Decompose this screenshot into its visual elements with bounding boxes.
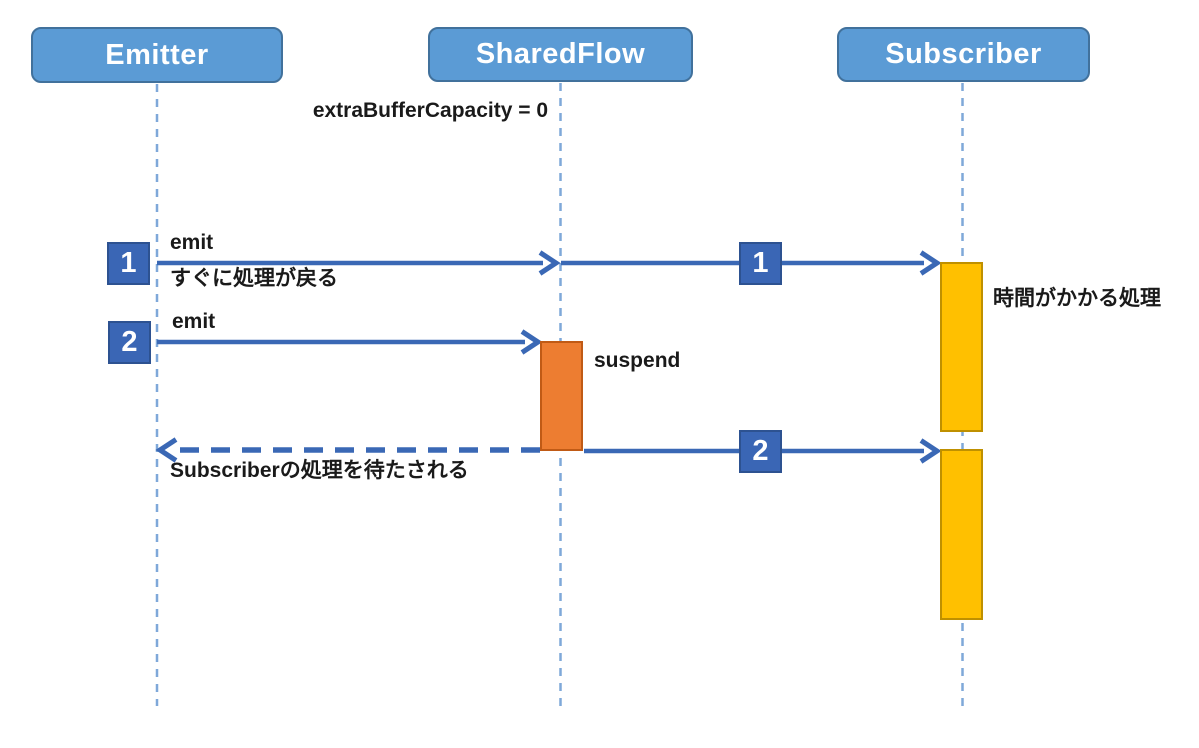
actor-emitter: Emitter bbox=[31, 27, 283, 83]
badge-emit-2: 2 bbox=[108, 321, 151, 364]
arrow-emit2-head-icon bbox=[520, 329, 543, 355]
emit1-note: すぐに処理が戻る bbox=[170, 267, 338, 290]
arrow-emit1-head-icon bbox=[538, 250, 561, 276]
actor-emitter-label: Emitter bbox=[105, 38, 209, 71]
arrow-deliver1-head-icon bbox=[919, 250, 942, 276]
return-wait-note: Subscriberの処理を待たされる bbox=[170, 459, 469, 482]
actor-sharedflow: SharedFlow bbox=[428, 27, 693, 82]
emit1-label: emit bbox=[170, 231, 214, 254]
long-process-note: 時間がかかる処理 bbox=[993, 287, 1161, 310]
arrow-deliver2-head-icon bbox=[919, 438, 942, 464]
actor-subscriber-label: Subscriber bbox=[885, 38, 1042, 70]
sharedflow-suspend-box bbox=[540, 341, 583, 451]
config-note: extraBufferCapacity = 0 bbox=[312, 99, 548, 122]
badge-deliver-2: 2 bbox=[739, 430, 782, 473]
badge-deliver-1: 1 bbox=[739, 242, 782, 285]
badge-emit-1: 1 bbox=[107, 242, 150, 285]
actor-sharedflow-label: SharedFlow bbox=[475, 38, 646, 70]
emit2-label: emit bbox=[172, 310, 216, 333]
actor-subscriber: Subscriber bbox=[837, 27, 1090, 82]
subscriber-activation-2 bbox=[940, 449, 983, 620]
subscriber-activation-1 bbox=[940, 262, 983, 432]
suspend-label: suspend bbox=[594, 349, 681, 372]
arrow-return-head-icon bbox=[155, 437, 178, 463]
